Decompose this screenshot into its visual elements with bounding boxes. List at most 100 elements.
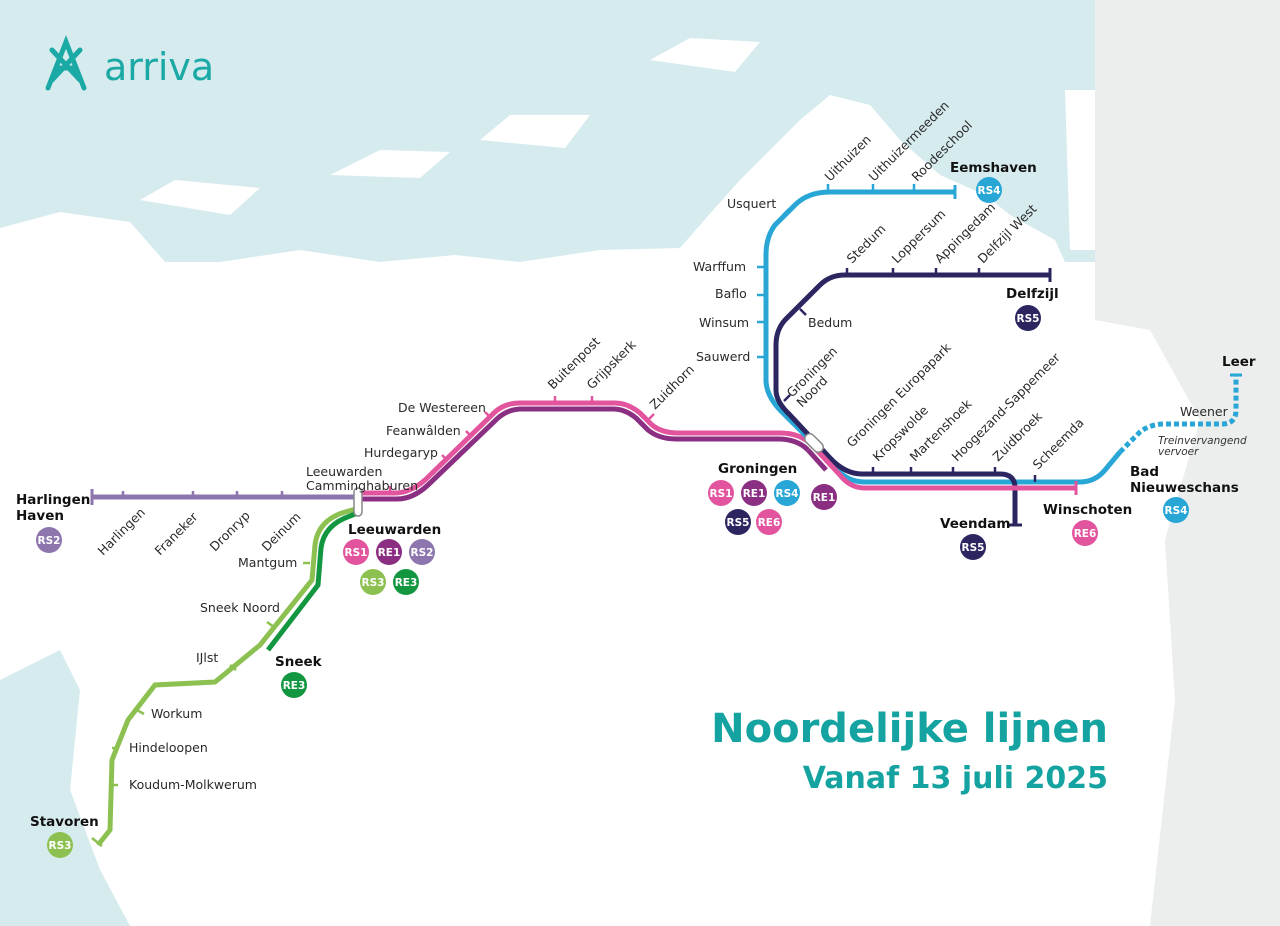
brand-name: arriva	[104, 45, 214, 89]
island-4	[650, 38, 760, 72]
station-feanwalden: Feanwâlden	[386, 423, 461, 438]
badge-re3	[393, 569, 419, 595]
hub-veendam: Veendam	[940, 516, 1010, 532]
hub-leeuwarden: Leeuwarden	[348, 522, 441, 538]
badge-rs4	[1163, 497, 1189, 523]
badge-label: RS1	[710, 488, 733, 500]
station-mantgum: Mantgum	[238, 555, 297, 570]
line-rs5	[773, 272, 1050, 525]
badge-label: RS4	[978, 185, 1001, 197]
station-sauwerd: Sauwerd	[696, 349, 750, 364]
badge-label: RS5	[962, 542, 985, 554]
badge-label: RE1	[378, 547, 401, 559]
island-1	[480, 115, 590, 148]
badge-label: RE1	[743, 488, 766, 500]
badge-rs5	[1015, 305, 1041, 331]
badge-label: RS3	[362, 577, 385, 589]
hub-eemshaven: Eemshaven	[950, 160, 1037, 176]
cam-line2: Camminghaburen	[306, 478, 418, 493]
replacement-note-2: vervoer	[1158, 446, 1199, 458]
map-subtitle: Vanaf 13 juli 2025	[803, 761, 1108, 796]
line-rs1	[358, 400, 814, 496]
badge-label: RS2	[38, 535, 61, 547]
bn-line2: Nieuweschans	[1130, 480, 1239, 496]
badge-re1	[376, 539, 402, 565]
badge-label: RS1	[345, 547, 368, 559]
badge-rs5	[725, 509, 751, 535]
island-3	[140, 180, 260, 215]
badge-label: RS3	[49, 840, 72, 852]
replacement-note-1: Treinvervangend	[1158, 435, 1247, 447]
line-rs3	[96, 505, 361, 847]
badge-label: RS4	[776, 488, 799, 500]
badge-label: RE3	[283, 680, 306, 692]
station-baflo: Baflo	[715, 286, 747, 301]
badge-label: RS5	[727, 517, 750, 529]
badge-rs1	[343, 539, 369, 565]
station-weener: Weener	[1180, 404, 1229, 419]
station-sneek-noord: Sneek Noord	[200, 600, 280, 615]
cam-line1: Leeuwarden	[306, 464, 382, 479]
bn-line1: Bad	[1130, 464, 1159, 480]
station-workum: Workum	[151, 706, 202, 721]
badge-rs5	[960, 534, 986, 560]
hub-delfzijl: Delfzijl	[1006, 286, 1059, 302]
hub-sneek: Sneek	[275, 654, 323, 670]
badge-rs2	[36, 527, 62, 553]
badge-re1	[741, 480, 767, 506]
germany-land	[1095, 0, 1280, 926]
map-title: Noordelijke lijnen	[711, 706, 1108, 752]
friesland-coast	[90, 410, 340, 500]
station-bedum: Bedum	[808, 315, 852, 330]
ijsselmeer	[0, 655, 130, 926]
line-rs4-replacement	[1118, 376, 1239, 454]
station-koudum-molkwerum: Koudum-Molkwerum	[129, 777, 257, 792]
hh-line2: Haven	[16, 508, 64, 524]
line-rs4	[763, 189, 1122, 485]
station-ticks	[91, 184, 1037, 847]
badge-rs4	[976, 177, 1002, 203]
station-leeuwarden-camminghaburen: Leeuwarden Camminghaburen	[306, 464, 418, 493]
arriva-logo: arriva	[45, 35, 214, 91]
line-re1-end	[806, 448, 828, 472]
station-winsum: Winsum	[699, 315, 749, 330]
line-re6	[810, 443, 1076, 491]
station-usquert: Usquert	[727, 196, 776, 211]
badge-label: RE6	[758, 517, 781, 529]
badge-rs3	[360, 569, 386, 595]
badge-label: RS4	[1165, 505, 1188, 517]
badge-re6	[1072, 520, 1098, 546]
badge-re1	[811, 484, 837, 510]
station-hindeloopen: Hindeloopen	[129, 740, 208, 755]
mainland	[0, 95, 1200, 926]
hub-winschoten: Winschoten	[1043, 502, 1132, 518]
badge-rs3	[47, 832, 73, 858]
island-dollard	[1065, 90, 1095, 250]
badge-label: RS2	[411, 547, 434, 559]
line-re3	[266, 509, 361, 652]
badge-label: RE1	[813, 492, 836, 504]
badge-label: RE3	[395, 577, 418, 589]
badge-rs1	[708, 480, 734, 506]
hub-leer: Leer	[1222, 354, 1256, 370]
hub-stavoren: Stavoren	[30, 814, 99, 830]
hub-harlingen-haven: Harlingen Haven	[16, 492, 95, 524]
arriva-logo-icon	[45, 35, 87, 91]
line-re1	[358, 406, 810, 502]
hub-groningen: Groningen	[718, 461, 797, 477]
hh-line1: Harlingen	[16, 492, 90, 508]
station-de-westereen: De Westereen	[398, 400, 486, 415]
badge-re3	[281, 672, 307, 698]
badge-label: RE6	[1074, 528, 1097, 540]
island-2	[330, 150, 450, 178]
station-warffum: Warffum	[693, 259, 746, 274]
badge-rs2	[409, 539, 435, 565]
hub-marker-groningen	[804, 433, 824, 453]
badge-label: RS5	[1017, 313, 1040, 325]
badge-rs4	[774, 480, 800, 506]
station-ijlst: IJlst	[196, 650, 218, 665]
hub-bad-nieuweschans: Bad Nieuweschans	[1130, 464, 1239, 496]
station-hurdegaryp: Hurdegaryp	[364, 445, 438, 460]
